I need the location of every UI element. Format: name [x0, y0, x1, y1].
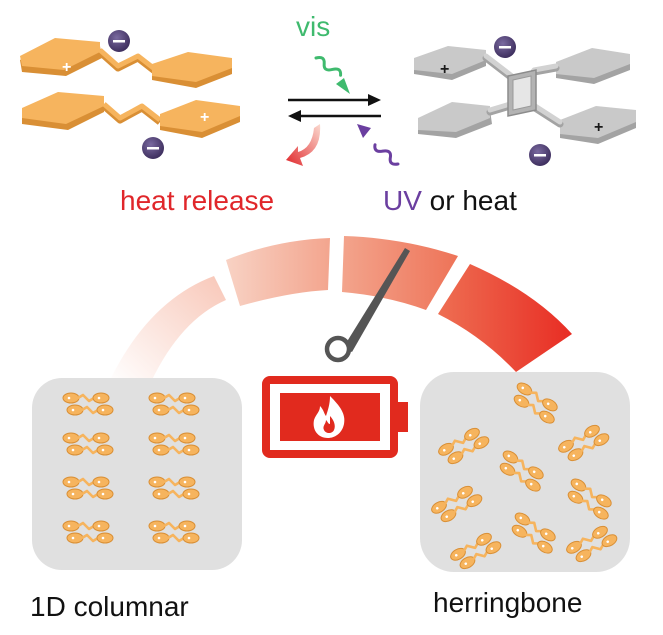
- trans-dimer-molecule: + +: [20, 30, 240, 159]
- anion-icon: [142, 137, 164, 159]
- cation-plus-sign: +: [440, 61, 449, 78]
- gauge-segment-mid-low: [226, 238, 330, 306]
- columnar-packing-panel: [32, 378, 242, 570]
- equilibrium-arrows: [288, 94, 381, 122]
- uv-or-heat-label: UV or heat: [383, 185, 517, 216]
- or-heat-label: or heat: [422, 185, 517, 216]
- anion-icon: [529, 144, 551, 166]
- gauge-needle: [343, 248, 410, 352]
- visible-light-wave-icon: [314, 56, 350, 94]
- cation-plus-sign: +: [200, 109, 209, 126]
- trans-molecule-upper: [20, 38, 232, 88]
- herringbone-label: herringbone: [433, 587, 582, 618]
- anion-icon: [494, 36, 516, 58]
- heat-release-label: heat release: [120, 185, 274, 216]
- gauge-pivot: [324, 335, 352, 363]
- gauge-meter-icon: [111, 236, 572, 384]
- cation-plus-sign: +: [594, 119, 603, 136]
- cyclobutane-dimer-molecule: + +: [414, 36, 636, 166]
- gauge-segment-low: [111, 276, 226, 384]
- trans-molecule-lower: [22, 92, 240, 138]
- uv-light-wave-icon: [357, 124, 400, 166]
- herringbone-packing-panel: [420, 372, 630, 573]
- columnar-label: 1D columnar: [30, 591, 189, 622]
- cation-plus-sign: +: [62, 59, 71, 76]
- anion-icon: [108, 30, 130, 52]
- gauge-segment-high: [438, 264, 572, 372]
- gauge-segment-mid-high: [342, 236, 458, 310]
- vis-label: vis: [296, 11, 330, 42]
- battery-icon: [262, 376, 408, 458]
- flame-icon: [313, 396, 345, 438]
- uv-label: UV: [383, 185, 422, 216]
- heat-release-arrow-icon: [286, 124, 321, 166]
